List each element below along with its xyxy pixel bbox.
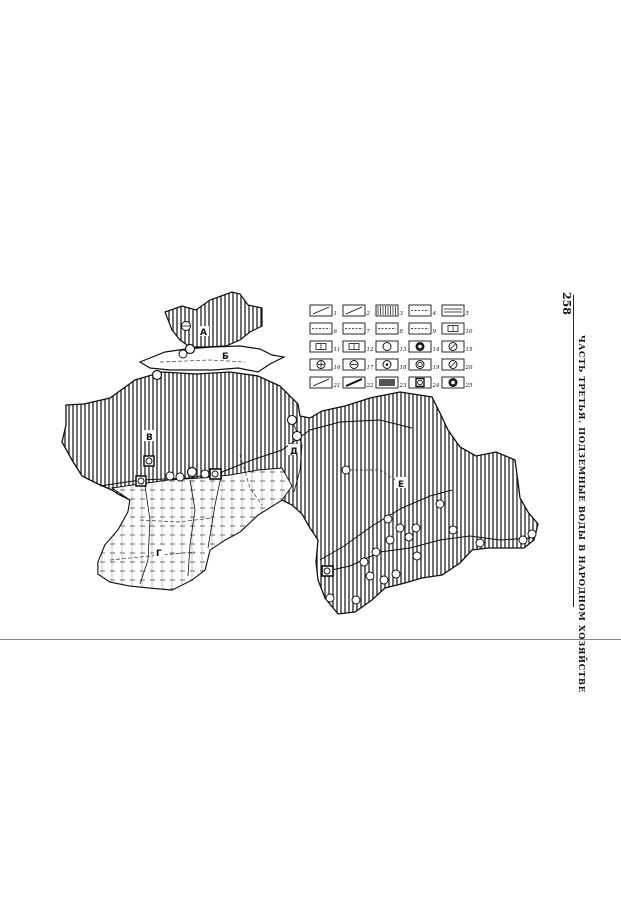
spring-symbol-icon (341, 465, 351, 475)
spring-symbol-icon (365, 571, 375, 581)
legend-item: 24 (408, 376, 440, 389)
legend-swatch (375, 304, 399, 317)
legend-item: 11 (309, 340, 341, 353)
legend-item: 20 (441, 358, 473, 371)
zone-label-b: Б (222, 352, 229, 362)
legend-item: 10 (441, 322, 473, 335)
legend-number: 25 (465, 383, 473, 389)
legend-item: 13 (375, 340, 407, 353)
legend-number: 13 (400, 347, 407, 353)
legend-number: 9 (433, 329, 437, 335)
legend-item: 25 (441, 376, 473, 389)
spring-symbol-icon (411, 523, 421, 533)
page-number: 258 (560, 292, 573, 315)
legend-number: 17 (367, 365, 374, 371)
legend-item: 5 (441, 304, 470, 317)
spring-symbol-icon (165, 471, 175, 481)
legend-number: 7 (367, 329, 371, 335)
spring-symbol-icon (151, 369, 163, 381)
legend-swatch (441, 304, 465, 317)
spring-symbol-icon (359, 557, 369, 567)
legend-number: 8 (400, 329, 404, 335)
legend-item: 7 (342, 322, 371, 335)
legend-item: 23 (375, 376, 407, 389)
zone-label-d: Д (290, 447, 298, 457)
legend-number: 5 (466, 311, 470, 317)
zone-label-v: В (146, 433, 153, 443)
spring-symbol-icon (351, 595, 361, 605)
legend-number: 21 (333, 383, 341, 389)
zone-label-g: Г (156, 549, 162, 559)
spring-symbol-icon (395, 523, 405, 533)
spring-symbol-icon (404, 532, 414, 542)
legend-number: 6 (334, 329, 338, 335)
legend-item: 22 (342, 376, 374, 389)
legend-number: 1 (334, 311, 338, 317)
map-symbols (135, 321, 537, 605)
spring-symbol-icon (371, 547, 381, 557)
spring-symbol-icon (184, 343, 196, 355)
legend-number: 23 (399, 383, 407, 389)
legend-item: 4 (408, 304, 437, 317)
spring-symbol-icon (527, 529, 537, 539)
legend-item: 17 (342, 358, 374, 371)
spring-symbol-icon (186, 466, 198, 478)
legend-number: 15 (466, 347, 473, 353)
zone-label-e: Е (398, 480, 404, 490)
legend-number: 12 (367, 347, 374, 353)
header-rule (573, 295, 574, 607)
spring-symbol-icon (286, 414, 298, 426)
legend-item: 15 (441, 340, 473, 353)
spring-symbol-icon (475, 538, 485, 548)
legend-item: 18 (375, 358, 407, 371)
legend-item: 1 (309, 304, 338, 317)
legend-item: 21 (309, 376, 341, 389)
spring-symbol-icon (175, 472, 185, 482)
spring-symbol-icon (385, 535, 395, 545)
legend-item: 6 (309, 322, 338, 335)
spring-symbol-icon (379, 575, 389, 585)
zone-labels: А Б В Г Д Е (144, 326, 407, 559)
legend-number: 20 (465, 365, 473, 371)
legend-number: 24 (432, 383, 440, 389)
page-bottom-rule (0, 639, 621, 640)
spring-symbol-icon (383, 514, 393, 524)
spring-symbol-icon (412, 551, 422, 561)
spring-symbol-icon (518, 535, 528, 545)
northern-region (138, 291, 286, 373)
legend-item: 12 (342, 340, 374, 353)
legend-number: 11 (334, 347, 341, 353)
legend-number: 3 (400, 311, 404, 317)
legend-item: 19 (408, 358, 440, 371)
legend-number: 22 (366, 383, 374, 389)
legend-number: 16 (334, 365, 341, 371)
legend-number: 19 (433, 365, 440, 371)
spring-symbol-icon (435, 499, 445, 509)
legend-number: 14 (433, 347, 440, 353)
southern-region (61, 371, 539, 615)
legend-number: 2 (366, 311, 371, 317)
spring-symbol-icon (291, 430, 303, 442)
spring-symbol-icon (325, 593, 335, 603)
legend-item: 2 (342, 304, 371, 317)
legend-item: 16 (309, 358, 341, 371)
legend-number: 4 (432, 311, 437, 317)
legend-item: 3 (375, 304, 404, 317)
zone-label-a: А (200, 328, 207, 338)
spring-symbol-icon (200, 469, 210, 479)
legend-item: 14 (408, 340, 440, 353)
spring-symbol-icon (391, 569, 401, 579)
spring-symbol-icon (448, 525, 458, 535)
spring-symbol-icon (178, 349, 188, 359)
legend-number: 18 (400, 365, 407, 371)
legend-number: 10 (466, 329, 473, 335)
legend-item: 9 (408, 322, 437, 335)
legend-item: 8 (375, 322, 404, 335)
